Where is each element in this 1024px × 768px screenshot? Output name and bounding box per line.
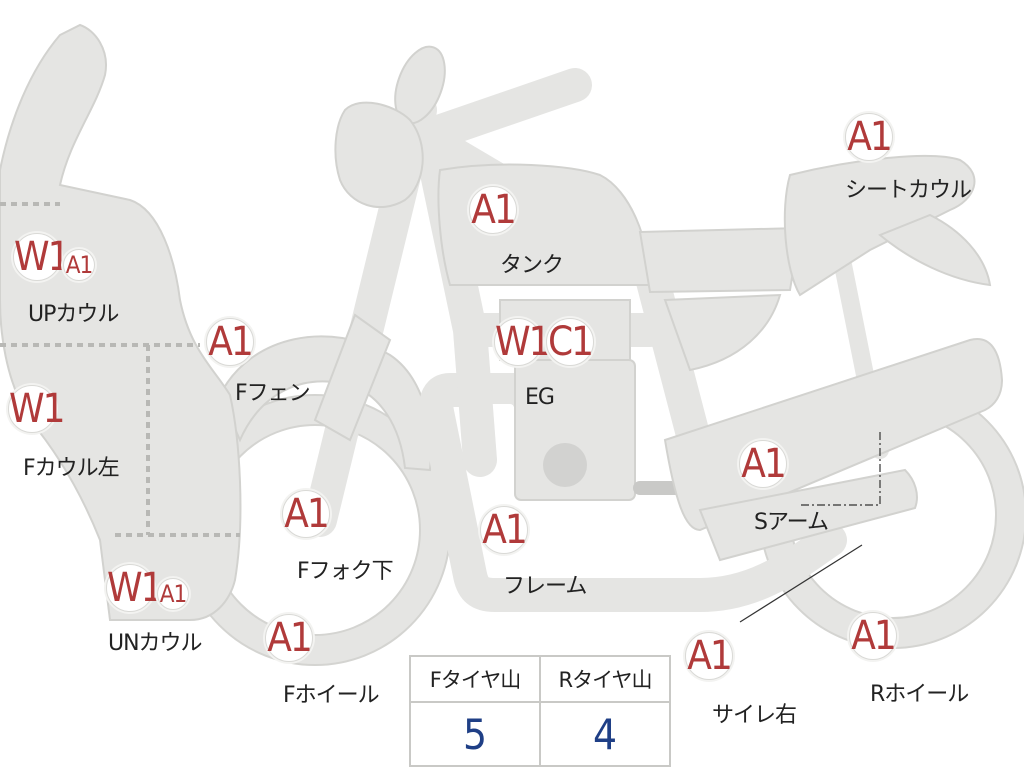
f-cowl-left-label: Fカウル左 [23, 456, 120, 481]
rear-tire-value: 4 [539, 701, 671, 767]
swing-arm-code-a1: A1 [739, 440, 787, 488]
un-cowl-code-a1: A1 [157, 578, 189, 610]
muffler-shape [698, 468, 918, 562]
muffler-right-label: サイレ右 [712, 703, 797, 728]
up-cowl-code-w1: W1 [13, 233, 70, 281]
f-fork-lower-code-a1: A1 [282, 490, 330, 538]
rear-tire-header: Rタイヤ山 [539, 655, 671, 703]
swing-arm-label: Sアーム [754, 510, 829, 535]
front-tire-value: 5 [409, 701, 541, 767]
f-cowl-left-code-w1: W1 [8, 385, 65, 433]
tank-code-a1: A1 [469, 186, 517, 234]
r-wheel-label: Rホイール [870, 682, 969, 707]
tire-tread-table: Fタイヤ山 Rタイヤ山 5 4 [409, 655, 671, 767]
side-cover-shape [663, 293, 782, 372]
f-wheel-code-a1: A1 [265, 614, 313, 662]
r-wheel-code-a1: A1 [849, 612, 897, 660]
seat-cowl-code-a1: A1 [845, 113, 893, 161]
exhaust-pipe-shape [419, 373, 847, 612]
frame-code-a1: A1 [480, 506, 528, 554]
up-cowl-code-a1: A1 [63, 249, 95, 281]
f-wheel-label: Fホイール [283, 683, 380, 708]
tail-fin-shape [878, 213, 992, 287]
engine-code-c1: C1 [546, 318, 594, 366]
up-cowl-label: UPカウル [28, 302, 119, 327]
seat-shape [638, 226, 802, 294]
meter-panel-shape [334, 101, 424, 209]
f-fender-code-a1: A1 [206, 318, 254, 366]
seat-cowl-label: シートカウル [845, 178, 972, 203]
f-fork-lower-label: Fフォク下 [297, 559, 394, 584]
un-cowl-label: UNカウル [108, 631, 203, 656]
front-fork-upper-shape [313, 313, 392, 442]
frame-label: フレーム [503, 574, 587, 599]
handlebar-shape [413, 68, 592, 152]
f-fender-label: Fフェン [235, 381, 311, 406]
tank-label: タンク [500, 253, 564, 278]
muffler-right-code-a1: A1 [685, 632, 733, 680]
front-tire-header: Fタイヤ山 [409, 655, 541, 703]
engine-code-w1: W1 [494, 318, 551, 366]
un-cowl-code-w1: W1 [106, 564, 163, 612]
engine-case-shape [543, 443, 587, 487]
engine-label: EG [525, 385, 555, 410]
muffler-leader [739, 544, 863, 623]
front-cowl-shape [0, 23, 242, 621]
